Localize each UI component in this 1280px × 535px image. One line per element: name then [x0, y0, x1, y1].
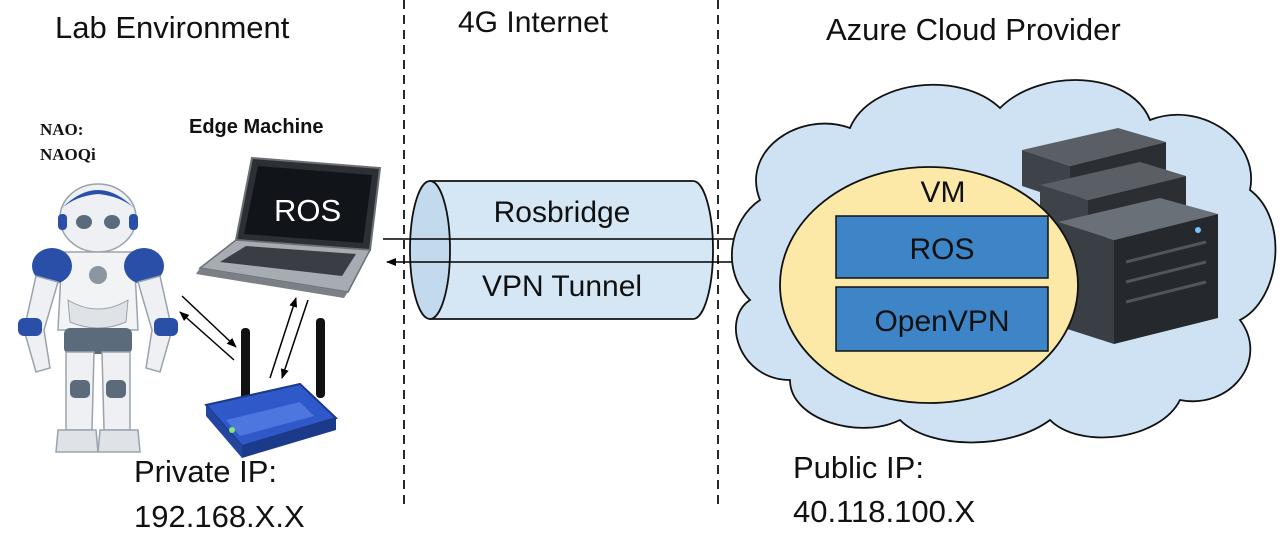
- tunnel-label-vpn: VPN Tunnel: [482, 270, 642, 303]
- laptop-icon: [196, 156, 382, 298]
- vm-openvpn-label: OpenVPN: [874, 305, 1009, 338]
- public-ip-label: Public IP:: [793, 450, 924, 485]
- public-ip-value: 40.118.100.X: [793, 494, 975, 529]
- arrow-router-to-robot: [179, 311, 235, 361]
- arrow-router-to-laptop: [269, 297, 298, 379]
- laptop-screen-label: ROS: [274, 193, 341, 228]
- arrow-laptop-to-router: [281, 299, 309, 379]
- vm-ros-box: [835, 215, 1049, 279]
- section-internet-title: 4G Internet: [458, 6, 609, 39]
- private-ip-value: 192.168.X.X: [134, 499, 305, 534]
- vm-title: VM: [921, 176, 966, 209]
- private-ip-label: Private IP:: [134, 454, 277, 489]
- section-lab-title: Lab Environment: [55, 10, 290, 45]
- section-cloud-title: Azure Cloud Provider: [826, 12, 1121, 47]
- wifi-router-icon: [204, 318, 338, 458]
- robot-name-line1: NAO:: [40, 120, 83, 139]
- tunnel-label-rosbridge: Rosbridge: [494, 196, 631, 229]
- vpn-tunnel-cylinder: [409, 180, 714, 320]
- server-stack-icon: [1022, 128, 1218, 344]
- vm-ros-label: ROS: [909, 233, 974, 266]
- arrow-robot-to-router: [181, 295, 237, 348]
- edge-machine-title: Edge Machine: [189, 116, 323, 138]
- nao-robot-icon: [18, 183, 178, 453]
- vm-openvpn-box: [835, 286, 1049, 352]
- robot-name-line2: NAOQi: [40, 145, 96, 164]
